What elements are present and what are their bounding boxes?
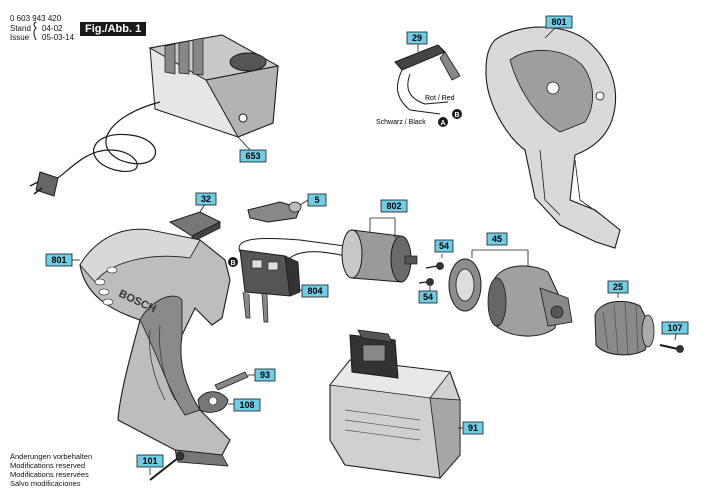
callout-801-left-box — [45, 253, 73, 267]
part-108 — [197, 391, 235, 413]
figure-label: Fig./Abb. 1 — [80, 22, 147, 36]
callout-101: 101 — [142, 456, 157, 466]
callout-54a-box — [434, 239, 454, 253]
trigger-part-5 — [247, 199, 309, 223]
callout-108-box — [233, 398, 261, 412]
marker-b-switch — [228, 257, 238, 267]
screws-54 — [418, 254, 444, 291]
callout-32-box — [195, 192, 217, 206]
wire-black-label: Schwarz / Black — [376, 119, 426, 126]
callout-45-box — [486, 232, 508, 246]
callout-29: 29 — [412, 33, 422, 43]
callout-801-left: 801 — [51, 255, 66, 265]
callout-54a: 54 — [439, 241, 449, 251]
gearbox-45 — [448, 249, 573, 337]
callout-653: 653 — [245, 151, 260, 161]
svg-text:A: A — [440, 120, 445, 127]
svg-text:B: B — [230, 260, 235, 267]
callout-801-top-box — [545, 15, 573, 29]
callout-804-box — [301, 284, 329, 298]
callout-802: 802 — [386, 201, 401, 211]
screw-107 — [659, 333, 684, 353]
callout-107: 107 — [667, 323, 682, 333]
callout-54b: 54 — [423, 292, 433, 302]
marker-b-top — [452, 109, 462, 119]
housing-half-right — [485, 26, 621, 249]
callout-101-box — [136, 454, 164, 468]
charger — [29, 34, 280, 197]
footer-note-2: Modifications reserved — [10, 461, 86, 470]
stand-label: Stand — [10, 24, 31, 33]
footer-note-1: Änderungen vorbehalten — [10, 452, 93, 461]
callout-5: 5 — [314, 195, 319, 205]
callout-93-box — [254, 368, 276, 382]
wire-harness — [394, 42, 461, 115]
callout-801-top: 801 — [551, 17, 566, 27]
callout-5-box — [307, 193, 327, 207]
chuck-25 — [594, 292, 655, 357]
wire-red-label: Rot / Red — [425, 95, 455, 102]
callout-25: 25 — [613, 282, 623, 292]
callout-32: 32 — [201, 194, 211, 204]
callout-25-box — [607, 280, 629, 294]
callout-802-box — [380, 199, 408, 213]
stand-value: 04-02 — [42, 24, 63, 33]
issue-label: Issue — [10, 33, 30, 42]
screw-101 — [149, 451, 185, 481]
spring-93 — [214, 371, 255, 391]
footer-note-3: Modifications reservées — [10, 470, 89, 479]
callout-93: 93 — [260, 370, 270, 380]
housing-half-left: BOSCH — [72, 228, 231, 467]
callout-108: 108 — [239, 400, 254, 410]
callout-91-box — [462, 421, 484, 435]
switch-804 — [238, 238, 346, 323]
callout-107-box — [661, 321, 689, 335]
marker-a-top — [438, 117, 448, 127]
footer-note-4: Salvo modificaciones — [10, 479, 81, 488]
battery-91 — [329, 329, 465, 479]
callout-54b-box — [418, 290, 438, 304]
callout-91: 91 — [468, 423, 478, 433]
callout-45: 45 — [492, 234, 502, 244]
callout-804: 804 — [307, 286, 322, 296]
svg-text:B: B — [454, 112, 459, 119]
callout-653-box — [239, 149, 267, 163]
part-number: 0 603 943 420 — [10, 14, 62, 23]
issue-value: 05-03-14 — [42, 33, 75, 42]
motor-802 — [341, 217, 418, 283]
callout-29-box — [406, 31, 428, 45]
